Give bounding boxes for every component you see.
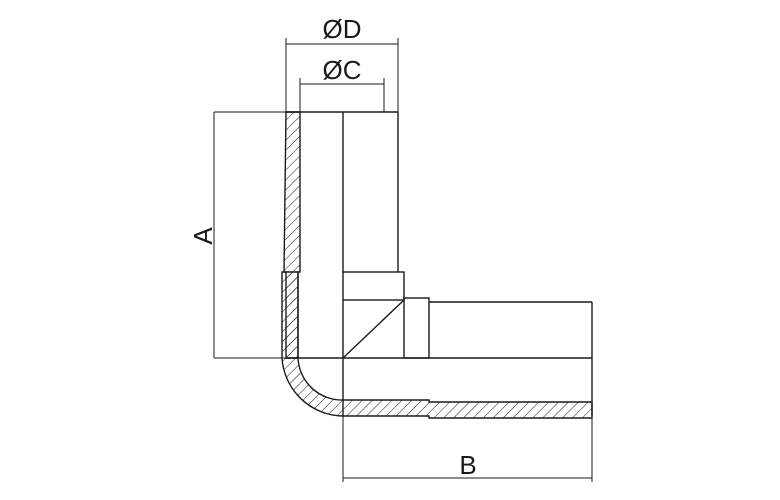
dimension-inner-diameter: ØC	[299, 55, 385, 112]
curved-wall-section	[281, 271, 593, 419]
dimension-horizontal-length: B	[342, 358, 593, 482]
elbow-body	[281, 111, 593, 419]
horizontal-length-label: B	[459, 450, 476, 480]
inner-diameter-label: ØC	[323, 55, 362, 85]
dimension-outer-diameter: ØD	[285, 14, 399, 112]
dimension-vertical-length: A	[188, 111, 343, 359]
vertical-length-label: A	[188, 227, 218, 245]
outer-diameter-label: ØD	[323, 14, 362, 44]
